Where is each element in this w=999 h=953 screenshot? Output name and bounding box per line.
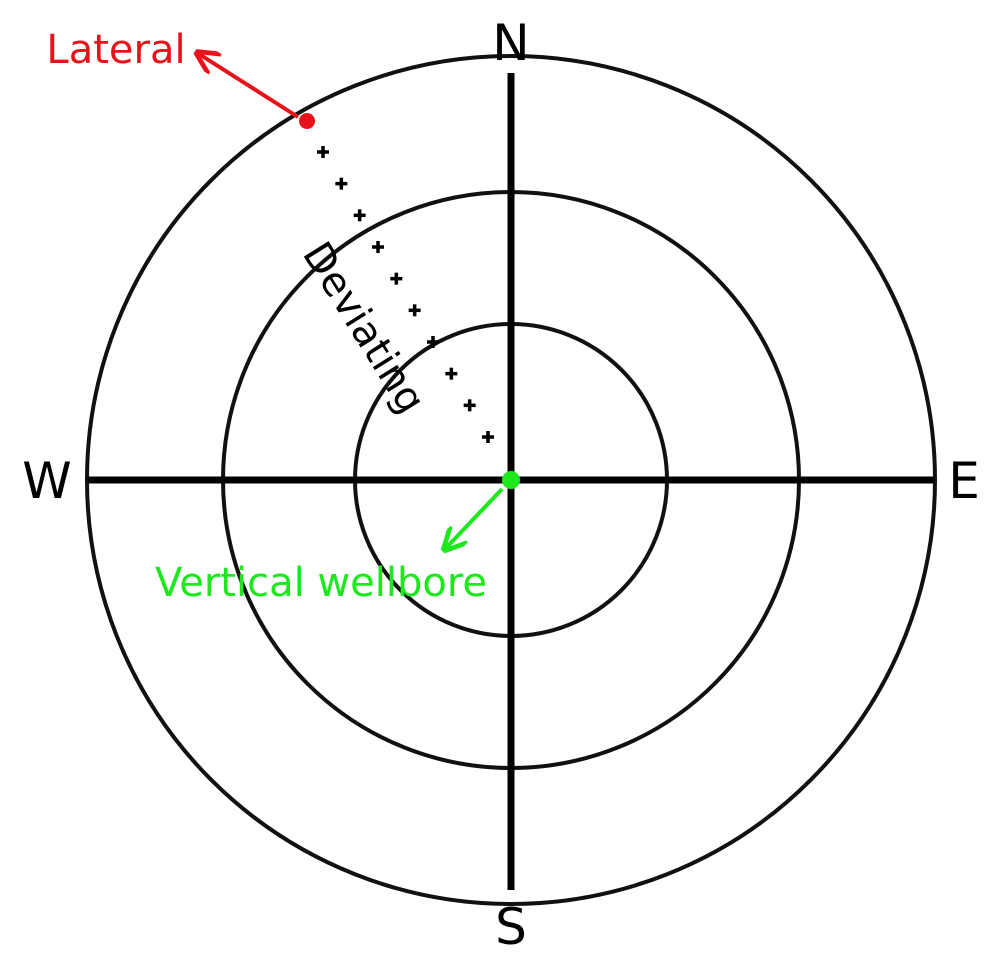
deviating-path-marker: [353, 209, 366, 222]
deviating-path-marker: [372, 241, 384, 253]
deviating-path-markers: [317, 146, 494, 443]
east-label: E: [948, 452, 980, 510]
deviating-label: Deviating: [293, 234, 434, 421]
north-label: N: [492, 14, 529, 72]
deviating-path-marker: [427, 336, 439, 348]
deviating-path-marker: [482, 431, 494, 443]
deviating-path-marker: [317, 146, 329, 158]
lateral-point: [299, 113, 315, 129]
deviating-path-marker: [463, 399, 476, 412]
deviating-path-marker: [335, 177, 348, 190]
deviating-path-marker: [390, 272, 403, 285]
deviating-path-marker: [445, 367, 458, 380]
outer-ring: [85, 54, 937, 906]
vertical-wellbore-label: Vertical wellbore: [155, 560, 487, 606]
south-label: S: [495, 898, 527, 953]
vertical-wellbore-arrow: [446, 487, 504, 548]
lateral-arrow: [199, 54, 300, 119]
west-label: W: [22, 452, 71, 510]
deviating-path-marker: [408, 304, 421, 317]
lateral-label: Lateral: [46, 27, 185, 73]
vertical-wellbore-point: [502, 471, 520, 489]
